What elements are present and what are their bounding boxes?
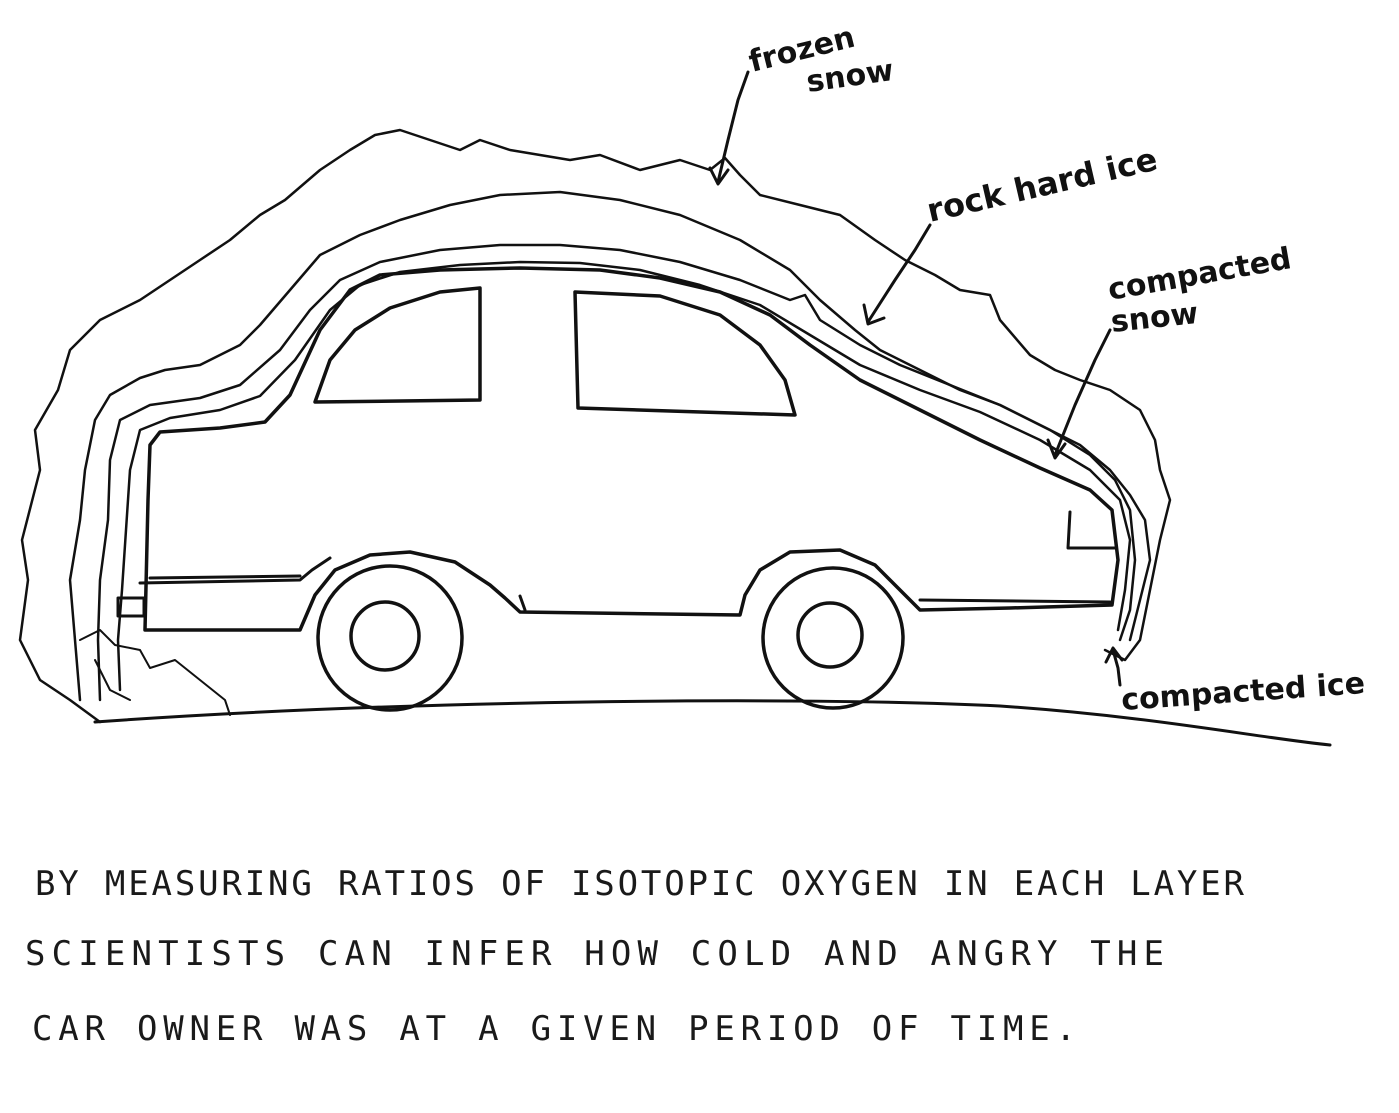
frozen-snow-arrow	[708, 70, 750, 186]
ground-line	[93, 699, 1332, 747]
front-wheel-tire	[761, 566, 905, 710]
rock-hard-ice-layer	[68, 190, 1152, 702]
car-front-window	[573, 290, 797, 417]
caption-line-3: CAR OWNER WAS AT A GIVEN PERIOD OF TIME.	[32, 1009, 1082, 1049]
car-body	[143, 266, 1120, 632]
rear-snow-clump	[79, 629, 231, 716]
caption-line-2: SCIENTISTS CAN INFER HOW COLD AND ANGRY …	[25, 934, 1170, 974]
rear-wheel-hub	[349, 600, 421, 672]
label-rock-hard-ice: rock hard ice	[923, 140, 1161, 230]
compacted-ice-layer	[116, 260, 1132, 692]
front-wheel-hub	[796, 601, 864, 669]
car-side-trim	[138, 556, 1112, 612]
rear-wheel-tire	[316, 564, 464, 712]
rock-hard-ice-arrow	[862, 223, 932, 326]
car-taillight	[116, 596, 146, 618]
label-compacted-snow-line1: compacted	[1105, 241, 1294, 308]
compacted-snow-arrow	[1046, 328, 1112, 460]
label-compacted-ice: compacted ice	[1120, 666, 1366, 718]
compacted-ice-arrow	[1104, 646, 1124, 687]
car-headlight	[1066, 510, 1117, 550]
compacted-snow-layer	[96, 243, 1137, 702]
car-rear-window	[313, 286, 482, 404]
caption-line-1: BY MEASURING RATIOS OF ISOTOPIC OXYGEN I…	[35, 864, 1250, 904]
frozen-snow-layer	[18, 128, 1172, 724]
